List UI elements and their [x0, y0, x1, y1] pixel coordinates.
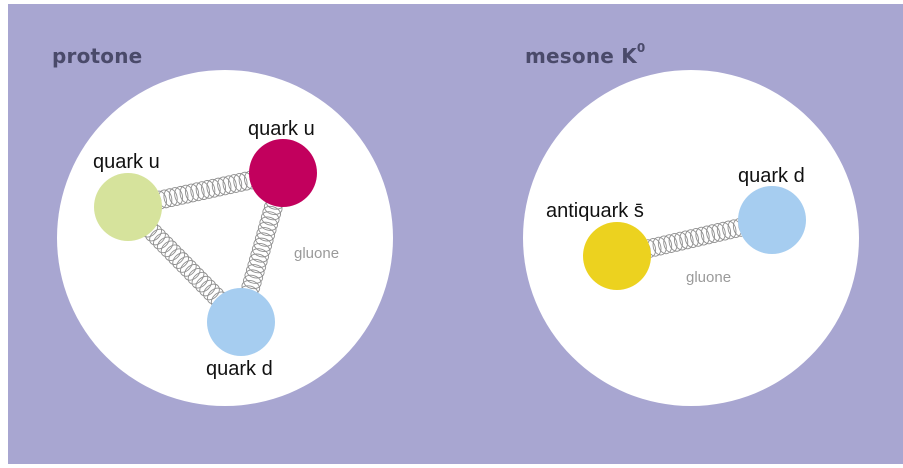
gluon-sd-coil: [695, 226, 710, 246]
gluon-ud-left-coil: [180, 260, 197, 277]
meson-gluon-label: gluone: [686, 269, 731, 286]
gluon-sd-coil: [668, 233, 683, 252]
quark-d-label: quark d: [206, 358, 273, 380]
gluon-sd-coil: [711, 223, 726, 242]
gluon-ud-right-coil: [256, 227, 276, 242]
gluon-uu-coil: [184, 183, 200, 203]
gluon-ud-right-coil: [244, 269, 264, 284]
gluon-ud-right-coil: [243, 274, 262, 290]
gluon-ud-left-coil: [168, 248, 186, 265]
proton-title: protone: [52, 44, 142, 68]
meson-title-text: mesone K: [525, 44, 637, 68]
gluon-ud-left-coil: [160, 240, 178, 258]
proton-diagram: quark u quark u quark d gluone: [57, 70, 393, 406]
proton-gluon-label: gluone: [294, 245, 339, 262]
gluon-ud-right-coil: [250, 248, 270, 263]
gluon-ud-right-coil: [259, 216, 279, 231]
gluon-uu-coil: [190, 182, 205, 202]
gluon-sd-coil: [706, 224, 721, 243]
gluon-sd-coil: [652, 236, 667, 256]
gluon-ud-left-coil: [176, 256, 193, 273]
gluon-uu-coil: [211, 177, 227, 197]
gluon-sd-coil: [722, 220, 737, 240]
gluon-ud-left-coil: [203, 283, 220, 301]
gluon-uu-coil: [227, 174, 243, 193]
gluon-uu-coil: [195, 181, 210, 200]
quark-u-top-label: quark u: [248, 118, 315, 140]
gluon-uu-coil: [163, 188, 178, 208]
antiquark-s-circle: [583, 222, 651, 290]
gluon-sd-coil: [657, 235, 673, 255]
gluon-uu-coil: [217, 176, 232, 196]
gluon-ud-left-coil: [183, 264, 201, 281]
gluon-uu-coil: [179, 184, 194, 204]
meson-title-superscript: 0: [636, 41, 646, 55]
gluon-ud-right-coil: [260, 211, 280, 226]
meson-quark-d-circle: [738, 186, 806, 254]
gluon-ud-left-coil: [149, 228, 166, 246]
gluon-uu-coil: [233, 172, 248, 192]
gluon-ud-right-coil: [257, 221, 277, 237]
gluon-uu-coil: [168, 187, 184, 206]
quark-d-circle: [207, 288, 275, 356]
gluon-uu-coil: [174, 185, 189, 205]
gluon-sd-coil: [690, 228, 705, 247]
gluon-ud-right-coil: [247, 258, 267, 274]
gluon-uu-coil: [201, 180, 216, 199]
gluon-ud-left-coil: [199, 279, 216, 297]
meson-quark-d-label: quark d: [738, 165, 805, 187]
gluon-ud-right-coil: [245, 264, 265, 279]
gluon-ud-left-coil: [187, 267, 205, 285]
gluon-ud-right-coil: [251, 242, 271, 258]
gluon-ud-left-coil: [153, 232, 170, 250]
antiquark-s-label: antiquark s̄: [546, 200, 644, 222]
meson-title: mesone K0: [525, 41, 646, 68]
gluon-ud-left-coil: [191, 271, 209, 289]
quark-u-top-circle: [249, 139, 317, 207]
proton-title-text: protone: [52, 44, 143, 68]
gluon-ud-left-coil: [172, 252, 189, 269]
gluon-sd-coil: [674, 231, 689, 251]
gluon-sd-coil: [684, 229, 699, 248]
gluon-ud-right-coil: [253, 237, 273, 253]
gluon-ud-left-coil: [195, 275, 213, 293]
gluon-uu-coil: [206, 178, 221, 198]
gluon-ud-left-coil: [164, 244, 182, 262]
proton-circle: [57, 70, 393, 406]
gluon-ud-right-coil: [254, 232, 274, 247]
gluon-sd-coil: [716, 221, 732, 241]
gluon-ud-left-coil: [156, 236, 174, 254]
meson-diagram: antiquark s̄ quark d gluone: [523, 70, 859, 406]
gluon-ud-right-coil: [248, 253, 268, 268]
gluon-uu-coil: [222, 175, 237, 195]
gluon-sd-coil: [700, 225, 715, 245]
gluon-sd-coil: [679, 230, 694, 250]
quark-u-left-label: quark u: [93, 151, 160, 173]
quark-u-left-circle: [94, 173, 162, 241]
gluon-sd-coil: [663, 234, 678, 253]
gluon-ud-right-coil: [262, 205, 281, 221]
